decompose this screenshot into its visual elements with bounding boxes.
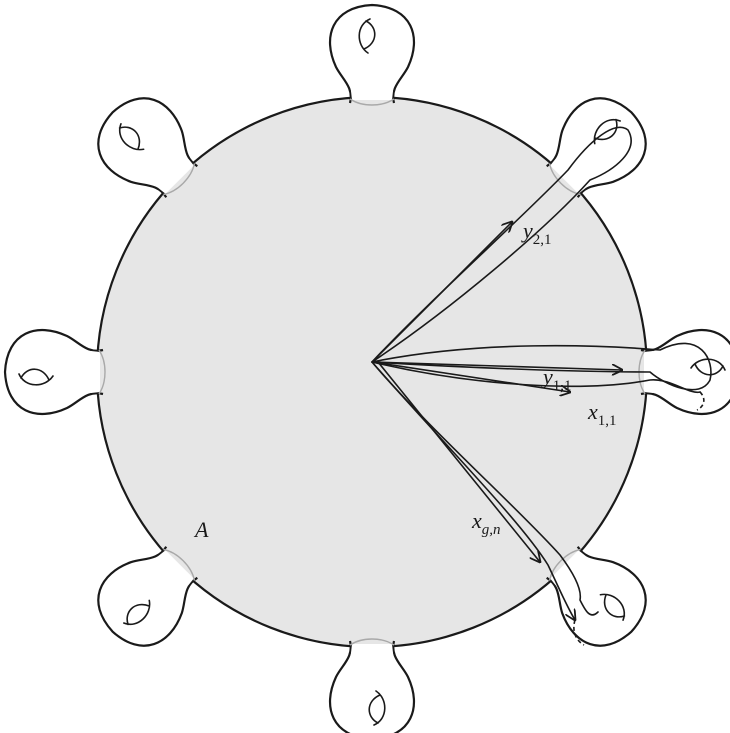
handle-hole-icon — [596, 589, 631, 624]
handle-lobe — [5, 330, 103, 414]
handle-lobe — [330, 641, 414, 733]
handle-hole-icon — [113, 120, 148, 155]
handle-hole-icon — [19, 369, 53, 385]
label-a: A — [193, 517, 209, 542]
handle-lobe — [330, 5, 414, 103]
handle-hole-icon — [369, 691, 385, 725]
handle-hole-icon — [359, 19, 375, 53]
handle-hole-icon — [589, 113, 624, 148]
handle-hole-icon — [120, 596, 155, 631]
handle-hole-icon — [691, 359, 725, 375]
